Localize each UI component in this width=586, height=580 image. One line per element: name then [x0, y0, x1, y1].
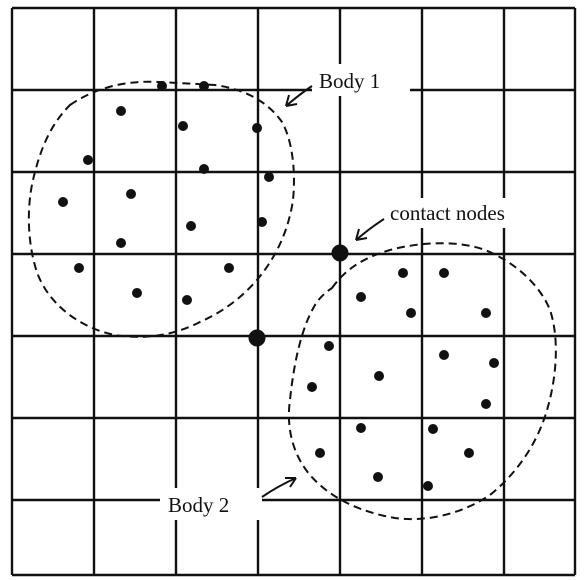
body-2-arrow	[261, 477, 297, 498]
body-1-material-point	[132, 288, 142, 298]
body-1-material-point	[116, 106, 126, 116]
body-2-material-point	[428, 424, 438, 434]
contact-nodes-label: contact nodes	[390, 201, 505, 225]
body-1-material-point	[224, 263, 234, 273]
body-2-material-point	[464, 448, 474, 458]
material-points	[58, 81, 499, 491]
body-2-label: Body 2	[168, 493, 229, 517]
body-2-material-point	[439, 350, 449, 360]
body-2-material-point	[423, 481, 433, 491]
body-1-material-point	[182, 295, 192, 305]
body-1-label: Body 1	[319, 69, 380, 93]
body-1-boundary	[27, 80, 295, 338]
body-1-material-point	[199, 164, 209, 174]
body-2-material-point	[307, 382, 317, 392]
body-1-material-point	[74, 263, 84, 273]
body-1-label-bg	[312, 64, 410, 96]
body-1-material-point	[257, 217, 267, 227]
body-1-material-point	[264, 172, 274, 182]
body-2-material-point	[374, 371, 384, 381]
body-2-material-point	[324, 341, 334, 351]
body-2-label-bg	[160, 488, 262, 520]
body-2-material-point	[439, 268, 449, 278]
body-1-material-point	[199, 81, 209, 91]
body-2-material-point	[356, 292, 366, 302]
body-2-material-point	[481, 399, 491, 409]
background-grid	[10, 6, 577, 577]
body-1-material-point	[178, 121, 188, 131]
body-1-material-point	[252, 123, 262, 133]
contact-arrow	[355, 218, 385, 241]
body-1-material-point	[157, 81, 167, 91]
body-1-arrow	[285, 85, 313, 107]
body-2-material-point	[398, 268, 408, 278]
contact-node	[331, 244, 349, 262]
body-2-material-point	[356, 423, 366, 433]
contact-label-bg	[384, 198, 556, 228]
body-2-material-point	[373, 472, 383, 482]
body-1-material-point	[186, 221, 196, 231]
body-1-material-point	[126, 189, 136, 199]
body-2-material-point	[481, 308, 491, 318]
body-2-boundary	[287, 242, 557, 521]
body-1-material-point	[58, 197, 68, 207]
body-2-material-point	[315, 448, 325, 458]
body-2-material-point	[489, 358, 499, 368]
body-2-material-point	[406, 308, 416, 318]
body-1-material-point	[83, 155, 93, 165]
contact-node	[248, 329, 266, 347]
body-1-material-point	[116, 238, 126, 248]
